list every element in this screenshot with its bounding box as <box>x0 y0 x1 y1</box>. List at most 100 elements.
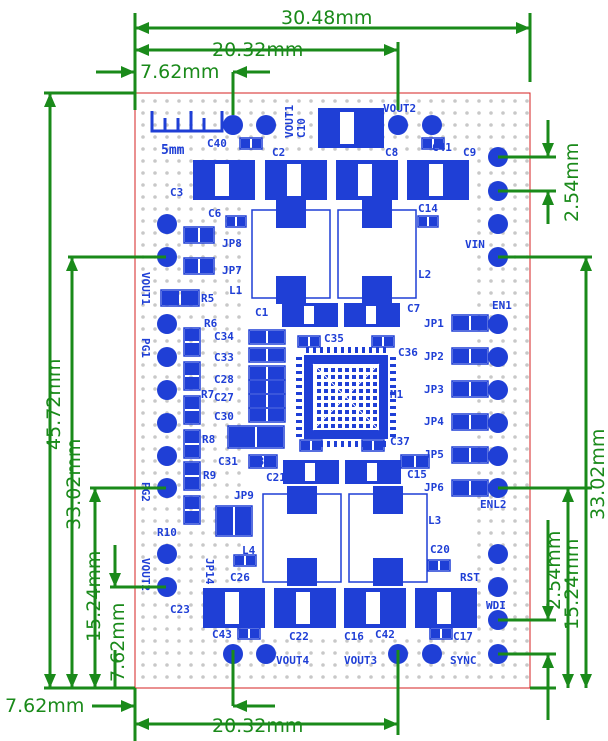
via <box>309 135 313 139</box>
via <box>513 495 517 499</box>
via <box>141 363 145 367</box>
ic-pin <box>306 347 309 353</box>
via <box>489 303 493 307</box>
ic-cell <box>359 417 363 421</box>
via <box>213 387 217 391</box>
dim-left-45: 45.72mm <box>43 359 65 450</box>
ic-cell <box>366 368 370 372</box>
via <box>141 423 145 427</box>
via <box>201 147 205 151</box>
via <box>189 591 193 595</box>
ic-cell <box>324 396 328 400</box>
ic-cell <box>317 382 321 386</box>
via <box>213 363 217 367</box>
silk-label-l1: L1 <box>229 284 243 297</box>
via <box>513 483 517 487</box>
via <box>213 123 217 127</box>
via <box>165 147 169 151</box>
small-pad <box>185 463 199 475</box>
small-pad-outline <box>297 335 321 348</box>
via <box>225 255 229 259</box>
via <box>297 111 301 115</box>
via <box>141 159 145 163</box>
via <box>441 639 445 643</box>
small-pad <box>185 477 199 489</box>
via <box>513 363 517 367</box>
via <box>465 135 469 139</box>
small-pad-outline <box>233 554 257 567</box>
via <box>477 111 481 115</box>
via <box>213 147 217 151</box>
ic-cell <box>373 368 377 372</box>
via <box>141 435 145 439</box>
via <box>165 399 169 403</box>
via <box>153 231 157 235</box>
silk-label-jp5: JP5 <box>424 448 444 461</box>
ic-cell <box>317 403 321 407</box>
via <box>513 387 517 391</box>
via <box>477 219 481 223</box>
via <box>321 663 325 667</box>
ic-pin <box>369 347 372 353</box>
silk-label-vout4: VOUT4 <box>276 654 309 667</box>
ic-pin <box>390 392 396 395</box>
via <box>489 639 493 643</box>
via <box>501 519 505 523</box>
small-pad-outline <box>160 289 200 307</box>
via <box>237 363 241 367</box>
via <box>177 423 181 427</box>
small-pad <box>250 409 266 421</box>
via <box>213 459 217 463</box>
dim-bottom-7: 7.62mm <box>5 695 84 717</box>
ic-cell <box>352 368 356 372</box>
via <box>141 195 145 199</box>
silk-label-jp14: JP14 <box>203 558 216 585</box>
via <box>225 315 229 319</box>
ic-cell <box>338 403 342 407</box>
small-pad <box>181 291 198 305</box>
via <box>489 123 493 127</box>
via <box>177 387 181 391</box>
via <box>249 675 253 679</box>
via <box>453 663 457 667</box>
via <box>165 183 169 187</box>
small-pad <box>471 349 487 363</box>
via <box>525 627 529 631</box>
via <box>525 111 529 115</box>
through-hole-pad <box>157 446 177 466</box>
via <box>273 99 277 103</box>
ic-pin <box>348 347 351 353</box>
via <box>429 639 433 643</box>
via <box>201 519 205 523</box>
via <box>405 99 409 103</box>
small-pad <box>250 331 266 343</box>
via <box>201 399 205 403</box>
via <box>429 663 433 667</box>
via <box>237 243 241 247</box>
via <box>525 171 529 175</box>
via <box>141 603 145 607</box>
via <box>153 675 157 679</box>
via <box>225 267 229 271</box>
ic-pin <box>390 420 396 423</box>
small-pad <box>453 382 469 396</box>
via <box>501 435 505 439</box>
via <box>141 483 145 487</box>
dim-top-7: 7.62mm <box>140 61 219 83</box>
ic-cell <box>373 417 377 421</box>
small-pad <box>239 629 248 638</box>
via <box>237 387 241 391</box>
ic-pin <box>320 347 323 353</box>
ic-cell <box>331 396 335 400</box>
via <box>501 123 505 127</box>
silk-label-jp4: JP4 <box>424 415 444 428</box>
small-pad <box>471 316 487 330</box>
via <box>249 111 253 115</box>
ic-cell <box>331 424 335 428</box>
via <box>237 375 241 379</box>
small-pad <box>453 415 469 429</box>
through-hole-pad <box>157 380 177 400</box>
via <box>285 147 289 151</box>
via <box>417 99 421 103</box>
via <box>213 579 217 583</box>
